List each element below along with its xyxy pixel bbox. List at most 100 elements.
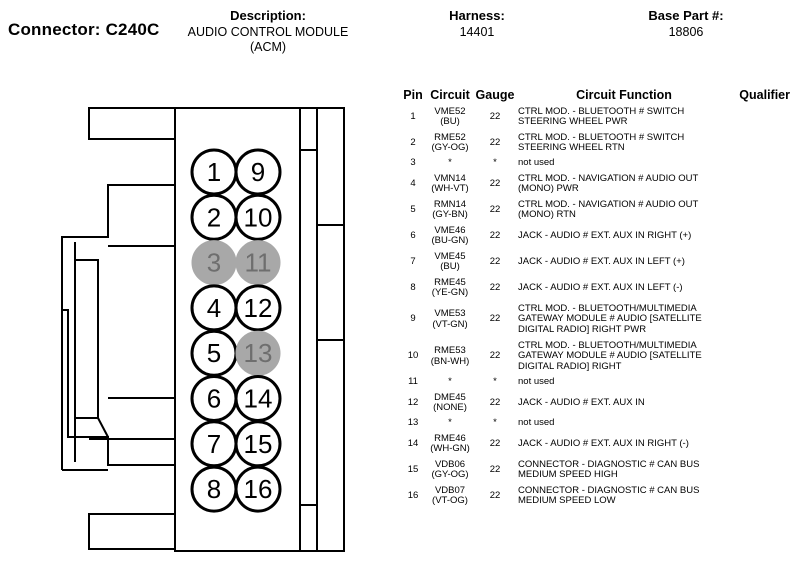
pin-number-label: 12 [244,293,273,323]
gauge-cell: 22 [472,338,518,375]
function-cell-line: not used [518,157,555,169]
function-cell-line: CTRL MOD. - NAVIGATION # AUDIO OUT [518,172,699,184]
circuit-cell: VME53(VT-GN) [428,301,472,338]
col-header-gauge: Gauge [475,88,515,102]
pin-number-label: 4 [207,293,221,323]
function-cell-line: MEDIUM SPEED HIGH [518,469,618,480]
function-cell-line: GATEWAY MODULE # AUDIO [SATELLITE [518,313,702,325]
qualifier-cell [730,223,790,249]
gauge-cell-line: 22 [489,136,501,148]
gauge-cell: 22 [472,301,518,338]
circuit-cell: * [428,156,472,171]
circuit-cell-line: VDB06 [434,458,466,470]
pin-cell: 13 [398,416,428,431]
pin-number-label: 9 [251,157,265,187]
qualifier-cell [730,375,790,390]
gauge-cell: * [472,156,518,171]
pin-number-label: 13 [244,338,273,368]
circuit-cell-line: VME45 [434,250,466,262]
function-cell-line: CTRL MOD. - BLUETOOTH # SWITCH [518,105,685,117]
circuit-cell-line: VME53 [434,308,466,320]
pin-cell: 16 [398,483,428,509]
function-cell-line: STEERING WHEEL RTN [518,142,625,153]
gauge-cell-line: 22 [489,437,501,449]
circuit-cell: * [428,375,472,390]
function-cell-line: JACK - AUDIO # EXT. AUX IN LEFT (+) [518,255,685,267]
circuit-cell-line: (BN-WH) [430,355,470,367]
circuit-cell-line: RME52 [434,131,466,143]
pin-number-label: 15 [244,429,273,459]
function-cell: JACK - AUDIO # EXT. AUX IN RIGHT (-) [518,431,730,457]
pin-cell-line: 15 [407,463,419,475]
gauge-cell: * [472,416,518,431]
pin-number-label: 8 [207,474,221,504]
gauge-cell-line: 22 [489,313,501,325]
circuit-cell-line: * [448,157,452,169]
qualifier-cell [730,416,790,431]
qualifier-cell [730,197,790,223]
pin-cell: 9 [398,301,428,338]
gauge-cell-line: 22 [489,110,501,122]
circuit-cell: DME45(NONE) [428,390,472,416]
harness-label: Harness: [449,8,505,23]
gauge-cell-line: 22 [489,281,501,293]
base-part-label: Base Part #: [648,8,724,23]
base-part-value: 18806 [668,25,704,39]
pin-cavity [234,193,282,241]
pin-number-label: 10 [244,202,273,232]
function-cell-line: STEERING WHEEL PWR [518,116,628,127]
pin-cell: 14 [398,431,428,457]
function-cell-line: CONNECTOR - DIAGNOSTIC # CAN BUS [518,458,700,470]
function-cell: JACK - AUDIO # EXT. AUX IN LEFT (+) [518,249,730,275]
circuit-cell-line: RMN14 [433,198,467,210]
function-cell-line: CTRL MOD. - BLUETOOTH/MULTIMEDIA [518,340,697,352]
pin-cell-line: 1 [410,110,416,122]
function-cell-line: JACK - AUDIO # EXT. AUX IN LEFT (-) [518,281,683,293]
pin-cell: 10 [398,338,428,375]
circuit-cell: RME53(BN-WH) [428,338,472,375]
pin-cell-line: 13 [407,417,419,429]
gauge-cell: 22 [472,249,518,275]
qualifier-cell [730,104,790,130]
function-cell-line: GATEWAY MODULE # AUDIO [SATELLITE [518,350,702,362]
qualifier-cell [730,156,790,171]
qualifier-cell [730,301,790,338]
pin-cell-line: 3 [410,157,416,169]
pin-number-label: 5 [207,338,221,368]
circuit-cell: * [428,416,472,431]
pin-cell-line: 9 [410,313,416,325]
gauge-cell-line: 22 [489,255,501,267]
circuit-cell-line: (GY-BN) [432,209,468,220]
pin-cell: 8 [398,275,428,301]
circuit-cell: VDB07(VT-OG) [428,483,472,509]
pin-cell-line: 10 [407,350,419,362]
pin-cavity [234,284,282,332]
pin-number-label: 7 [207,429,221,459]
pin-number-label: 16 [244,474,273,504]
gauge-cell: 22 [472,104,518,130]
col-header-circuit: Circuit [430,88,470,102]
function-cell-line: DIGITAL RADIO] RIGHT [518,360,622,372]
pin-number-label: 1 [207,157,221,187]
pin-number-label: 3 [207,248,221,278]
gauge-cell-line: 22 [489,177,501,189]
function-cell-line: CTRL MOD. - BLUETOOTH # SWITCH [518,131,685,143]
gauge-cell: 22 [472,171,518,197]
gauge-cell-line: 22 [489,350,501,362]
circuit-cell: RME45(YE-GN) [428,275,472,301]
circuit-cell-line: (BU-GN) [431,235,469,246]
pin-cell: 6 [398,223,428,249]
gauge-cell-line: 22 [489,203,501,215]
circuit-cell: VME52(BU) [428,104,472,130]
function-cell-line: CTRL MOD. - BLUETOOTH/MULTIMEDIA [518,303,697,315]
gauge-cell: 22 [472,457,518,483]
circuit-cell-line: VMN14 [434,172,466,184]
circuit-cell-line: (BU) [440,261,460,272]
circuit-cell-line: RME46 [434,432,466,444]
